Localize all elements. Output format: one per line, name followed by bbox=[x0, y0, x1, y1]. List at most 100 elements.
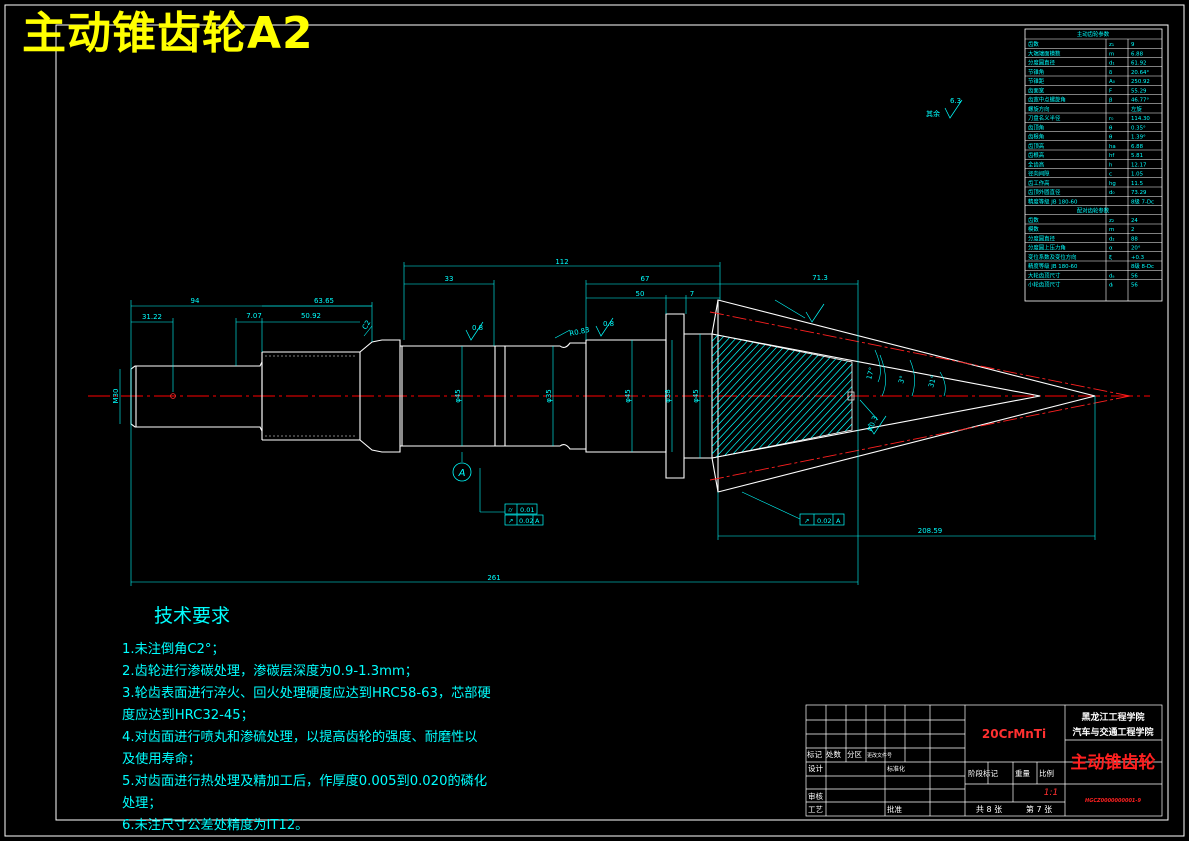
param-value: 55.29 bbox=[1131, 88, 1147, 94]
tech-item: 5.对齿面进行热处理及精加工后，作厚度0.005到0.020的磷化 bbox=[122, 774, 488, 789]
sheet-count: 共 8 张 bbox=[976, 805, 1002, 814]
param-symbol: d₂ bbox=[1109, 236, 1115, 242]
param-name: 齿数 bbox=[1028, 40, 1039, 48]
param-value: 88 bbox=[1131, 236, 1138, 242]
gdt-1-value: 0.01 bbox=[520, 506, 534, 514]
param-value: 20° bbox=[1131, 246, 1141, 252]
param-name: 齿数 bbox=[1028, 216, 1039, 224]
inner-frame bbox=[55, 24, 1169, 821]
param-name: 精度等级 JB 180-60 bbox=[1028, 197, 1078, 205]
param-symbol: r₀ bbox=[1109, 116, 1113, 122]
param-symbol: A₀ bbox=[1109, 79, 1115, 85]
param-name: 模数 bbox=[1028, 225, 1039, 233]
dim-angle2: 3° bbox=[897, 375, 907, 385]
param-name: 分度圆上压力角 bbox=[1028, 244, 1066, 252]
dim-phi38: φ38 bbox=[664, 389, 672, 403]
param-symbol: hg bbox=[1109, 181, 1116, 187]
dim-50-92: 50.92 bbox=[301, 312, 321, 320]
pitch-cone-lines bbox=[709, 311, 1131, 481]
roughness-rest-value: 6.3 bbox=[950, 97, 961, 105]
dim-m30: M30 bbox=[112, 389, 120, 404]
scale-value: 1:1 bbox=[1044, 788, 1058, 798]
sheet-number: 第 7 张 bbox=[1026, 804, 1052, 814]
gdt-1-symbol: ⌭ bbox=[508, 506, 513, 514]
param-value: 1.05 bbox=[1131, 172, 1143, 178]
param-symbol: m bbox=[1109, 51, 1114, 57]
param-name: 螺旋方向 bbox=[1028, 105, 1050, 113]
param-name: 齿根高 bbox=[1028, 151, 1045, 159]
param-symbol: dᵢ bbox=[1109, 283, 1113, 289]
dim-chamfer: R0.83 bbox=[569, 326, 591, 338]
roughness-texts: 其余 6.3 0.8 0.8 bbox=[472, 97, 961, 332]
label-weight: 重量 bbox=[1015, 769, 1031, 778]
dim-50: 50 bbox=[636, 290, 645, 298]
param-name: 齿工作高 bbox=[1028, 179, 1050, 187]
datum-a: A bbox=[452, 462, 472, 482]
gdt-3-value: 0.02 bbox=[817, 517, 831, 525]
tech-item: 6.未注尺寸公差处精度为IT12。 bbox=[122, 818, 309, 833]
param-name: 分度圆直径 bbox=[1028, 59, 1056, 67]
param-name: 节锥距 bbox=[1028, 77, 1045, 85]
label-standard: 标准化 bbox=[887, 765, 905, 773]
param-value: 56 bbox=[1131, 273, 1138, 279]
tech-item: 3.轮齿表面进行淬火、回火处理硬度应达到HRC58-63，芯部硬 bbox=[122, 686, 491, 701]
param-value: 61.92 bbox=[1131, 61, 1146, 67]
param-value: 5.81 bbox=[1131, 153, 1143, 159]
gdt-3-symbol: ↗ bbox=[804, 517, 809, 525]
gdt-texts: ⌭ 0.01 ↗ 0.02 A ↗ 0.02 A bbox=[508, 506, 841, 525]
label-review: 审核 bbox=[808, 791, 823, 801]
param-name: 小轮齿顶尺寸 bbox=[1028, 281, 1061, 289]
param-symbol: θ bbox=[1109, 135, 1112, 141]
param-name: 齿顶高 bbox=[1028, 142, 1045, 150]
param-name: 大端端面模数 bbox=[1028, 49, 1061, 57]
part-name: 主动锥齿轮 bbox=[1071, 752, 1156, 773]
param-name: 大轮齿顶尺寸 bbox=[1028, 271, 1061, 279]
roughness-journal-1: 0.8 bbox=[472, 324, 483, 332]
label-qty: 处数 bbox=[826, 749, 841, 759]
dim-31-22: 31.22 bbox=[142, 313, 162, 321]
param-value: 9 bbox=[1131, 42, 1135, 48]
material: 20CrMnTi bbox=[982, 727, 1046, 741]
gdt-2-value: 0.02 bbox=[519, 517, 533, 525]
param-value: 73.29 bbox=[1131, 190, 1147, 196]
param-name: 径向间隙 bbox=[1028, 170, 1050, 178]
gdt-2-datum: A bbox=[535, 517, 540, 525]
param-name: 齿宽中点螺旋角 bbox=[1028, 96, 1066, 104]
label-process: 工艺 bbox=[808, 805, 823, 814]
param-symbol: h bbox=[1109, 162, 1112, 168]
param-value: 1.39° bbox=[1131, 135, 1146, 141]
param-value: 11.5 bbox=[1131, 181, 1143, 187]
param-symbol: hf bbox=[1109, 153, 1114, 159]
dim-208-59: 208.59 bbox=[918, 527, 943, 535]
label-change-doc: 更改文件号 bbox=[867, 752, 892, 759]
thread-lines bbox=[265, 355, 356, 437]
college-name: 汽车与交通工程学院 bbox=[1072, 726, 1153, 738]
roughness-rest-label: 其余 bbox=[926, 109, 940, 118]
gear-hatching bbox=[712, 334, 852, 458]
outer-frame bbox=[4, 4, 1185, 837]
tech-item: 度应达到HRC32-45； bbox=[122, 708, 254, 723]
dim-phi45-a: φ45 bbox=[454, 389, 462, 403]
dim-small-r: R0.3 bbox=[866, 415, 879, 433]
param-name: 变位系数及变位方向 bbox=[1028, 253, 1077, 261]
gdt-frames bbox=[504, 503, 845, 526]
gdt-3-datum: A bbox=[836, 517, 841, 525]
drawing-title: 主动锥齿轮A2 bbox=[22, 8, 314, 59]
param-symbol: d₀ bbox=[1109, 190, 1115, 196]
dim-71-3: 71.3 bbox=[812, 274, 828, 282]
param-value: 24 bbox=[1131, 218, 1138, 224]
dim-angle1: 17° bbox=[865, 366, 876, 380]
param-value: +0.3 bbox=[1131, 255, 1144, 261]
param-value: 8级 8-Dc bbox=[1131, 262, 1154, 270]
param-symbol: ha bbox=[1109, 144, 1116, 150]
param-name: 节锥角 bbox=[1028, 68, 1044, 76]
label-stage: 阶段标记 bbox=[968, 768, 998, 778]
label-mark: 标记 bbox=[807, 749, 822, 759]
part-drawing: 112 33 67 50 7 71.3 94 63.65 31.22 7.07 … bbox=[88, 97, 1150, 586]
param-name: 齿顶外圆直径 bbox=[1028, 188, 1061, 196]
params-header-2: 配对齿轮参数 bbox=[1077, 207, 1110, 215]
param-value: 46.77° bbox=[1131, 98, 1149, 104]
param-symbol: z₁ bbox=[1109, 42, 1114, 48]
param-name: 齿顶角 bbox=[1028, 123, 1044, 131]
